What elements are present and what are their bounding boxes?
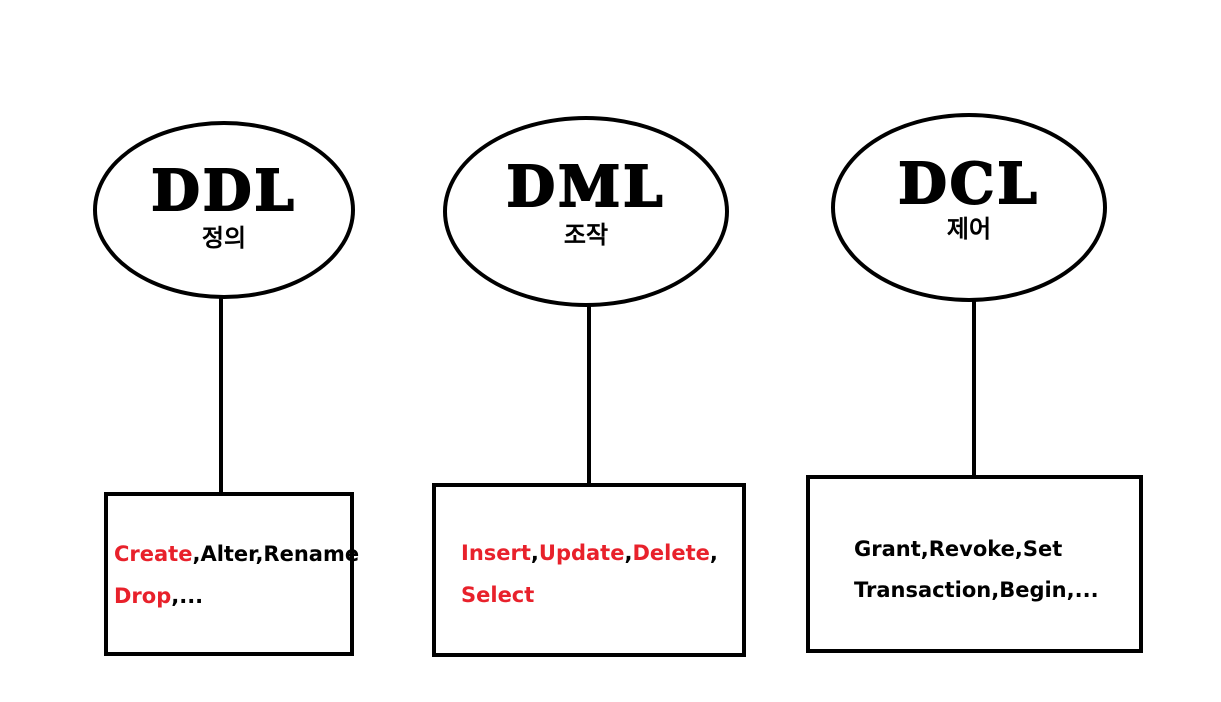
dcl-title: DCL [897,151,1040,217]
dcl-commands-line-2: Transaction,Begin,... [854,580,1099,601]
ddl-commands-line-1: Create,Alter,Rename [114,544,359,565]
ddl-node: DDL 정의 [93,121,355,299]
ddl-commands-line-2: Drop,... [114,586,203,607]
dcl-subtitle: 제어 [946,215,992,243]
command-keyword: Create [114,542,193,566]
command-text: , [624,541,633,565]
ddl-subtitle: 정의 [201,224,247,252]
dml-commands-box: Insert,Update,Delete, Select [432,483,746,657]
dcl-commands-box: Grant,Revoke,Set Transaction,Begin,... [806,475,1143,653]
ddl-title: DDL [150,158,297,224]
dml-subtitle: 조작 [563,221,609,249]
command-text: Grant,Revoke,Set [854,537,1063,561]
ddl-commands-box: Create,Alter,Rename Drop,... [104,492,359,656]
dcl-node: DCL 제어 [831,113,1107,302]
command-text: , [530,541,539,565]
command-keyword: Insert [461,541,531,565]
dcl-commands-line-1: Grant,Revoke,Set [854,539,1062,560]
command-keyword: Drop [114,584,172,608]
dml-title: DML [506,154,666,220]
dml-node: DML 조작 [443,116,729,307]
command-text: ,... [171,584,204,608]
dml-commands-line-2: Select [461,585,534,606]
dml-commands-line-1: Insert,Update,Delete, [461,543,718,564]
command-keyword: Delete [632,541,710,565]
command-text: ,Alter,Rename [192,542,360,566]
command-keyword: Update [538,541,625,565]
command-keyword: Select [461,583,535,607]
command-text: , [709,541,718,565]
command-text: Transaction,Begin,... [854,578,1099,602]
